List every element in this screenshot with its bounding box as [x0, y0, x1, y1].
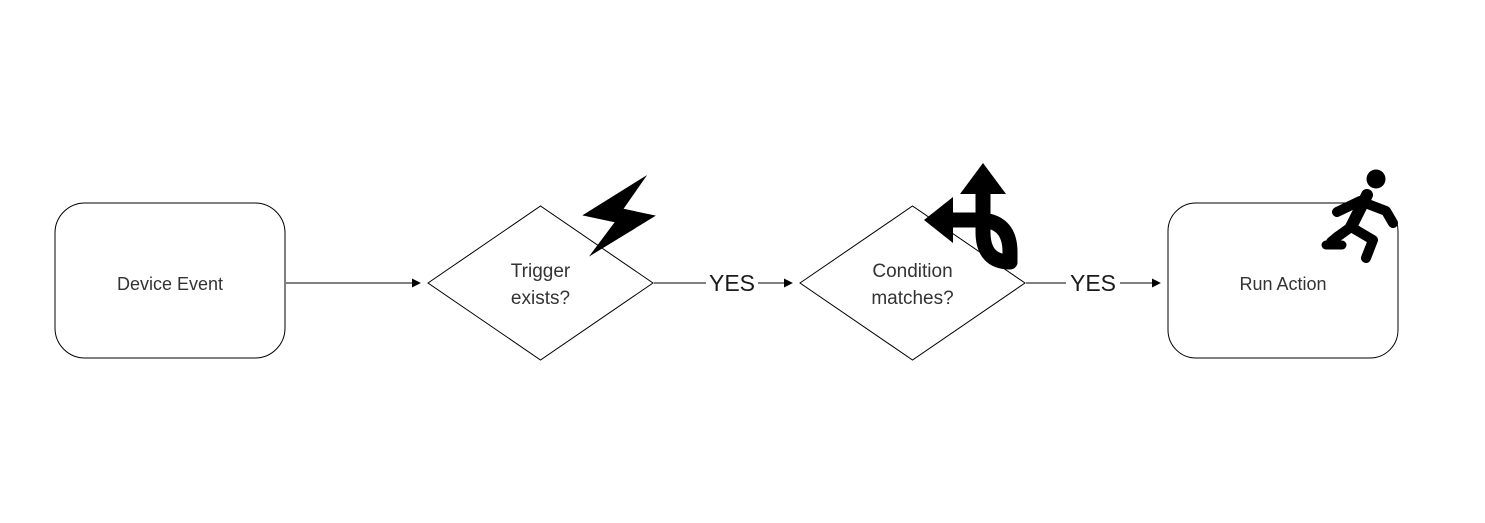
node-condition-matches: Condition matches? — [799, 163, 1026, 361]
lightning-bolt-icon — [582, 174, 656, 257]
trigger-exists-diamond — [427, 205, 654, 361]
edge-condition-to-run-action: YES — [1026, 270, 1161, 296]
condition-matches-diamond — [799, 205, 1026, 361]
edge-label-yes-2: YES — [1070, 270, 1116, 296]
split-arrows-left-stem — [942, 212, 1018, 270]
run-action-label: Run Action — [1239, 274, 1326, 294]
device-event-box — [54, 202, 286, 359]
condition-matches-label-line1: Condition — [872, 261, 952, 282]
device-event-label: Device Event — [117, 274, 223, 294]
node-trigger-exists: Trigger exists? — [427, 174, 656, 361]
node-run-action: Run Action — [1167, 169, 1399, 359]
trigger-exists-label-line2: exists? — [511, 288, 570, 309]
split-arrows-icon — [924, 163, 1018, 270]
edge-label-yes-1: YES — [709, 270, 755, 296]
split-arrows-up-head — [960, 163, 1006, 194]
edge-trigger-to-condition: YES — [654, 270, 793, 296]
trigger-exists-label-line1: Trigger — [511, 261, 571, 282]
node-device-event: Device Event — [54, 202, 286, 359]
runner-back-leg — [1326, 222, 1356, 247]
condition-matches-label-line2: matches? — [871, 288, 953, 309]
runner-arms — [1332, 196, 1398, 228]
split-arrows-left-head — [924, 197, 953, 243]
runner-head — [1366, 169, 1386, 189]
running-person-icon — [1321, 169, 1398, 263]
runner-front-leg — [1346, 222, 1378, 263]
